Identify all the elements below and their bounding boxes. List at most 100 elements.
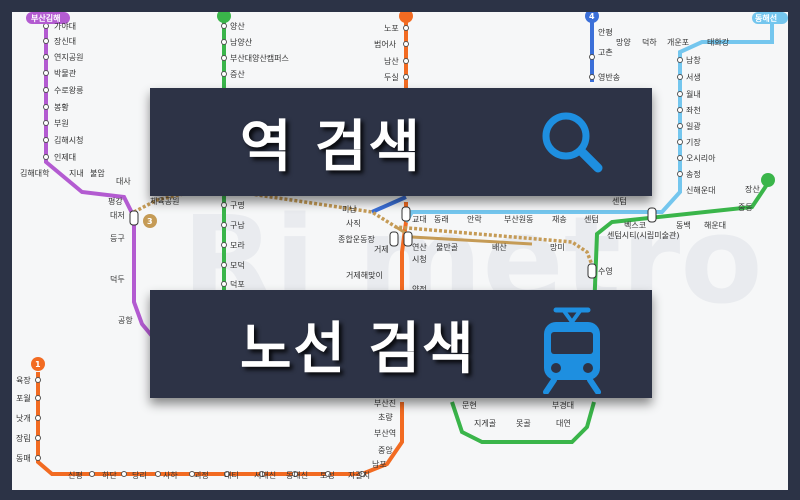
svg-text:태화강: 태화강 bbox=[707, 37, 730, 47]
svg-text:신해운대: 신해운대 bbox=[686, 185, 715, 195]
svg-text:초량: 초량 bbox=[378, 412, 393, 422]
svg-text:안락: 안락 bbox=[467, 214, 482, 224]
svg-text:연산: 연산 bbox=[412, 242, 427, 252]
svg-text:양산: 양산 bbox=[230, 21, 245, 31]
svg-text:망미: 망미 bbox=[550, 242, 565, 252]
svg-text:모라: 모라 bbox=[230, 241, 245, 250]
svg-text:남양산: 남양산 bbox=[230, 37, 253, 47]
svg-text:수로왕릉: 수로왕릉 bbox=[54, 86, 83, 95]
station-search-button[interactable]: 역 검색 bbox=[150, 88, 652, 196]
svg-text:1: 1 bbox=[35, 360, 41, 369]
svg-text:장산: 장산 bbox=[745, 184, 760, 194]
svg-text:지내: 지내 bbox=[69, 169, 84, 178]
svg-text:물만골: 물만골 bbox=[436, 243, 458, 252]
svg-text:수영: 수영 bbox=[598, 266, 613, 276]
svg-text:동백: 동백 bbox=[676, 220, 691, 230]
svg-text:문현: 문현 bbox=[462, 401, 477, 410]
svg-text:신평: 신평 bbox=[68, 470, 83, 480]
svg-text:대티: 대티 bbox=[224, 471, 239, 480]
subway-map-svg: Ri metro bbox=[16, 12, 788, 480]
line-busan-gimhae bbox=[44, 12, 159, 344]
svg-text:구남: 구남 bbox=[230, 221, 245, 230]
svg-text:괴정: 괴정 bbox=[194, 470, 209, 480]
svg-text:부경대: 부경대 bbox=[552, 400, 574, 410]
line-4-south bbox=[371, 195, 407, 214]
svg-text:부산김해: 부산김해 bbox=[31, 13, 60, 23]
svg-text:낫개: 낫개 bbox=[16, 413, 31, 423]
svg-text:일광: 일광 bbox=[686, 121, 701, 131]
svg-text:사하: 사하 bbox=[163, 470, 178, 480]
svg-text:오시리아: 오시리아 bbox=[686, 153, 716, 163]
svg-text:자갈치: 자갈치 bbox=[348, 471, 370, 480]
station-labels: 가야대 장신대 연지공원 박물관 수로왕릉 봉황 부원 김해시청 인제대 김해대… bbox=[16, 21, 760, 480]
svg-text:체육공원: 체육공원 bbox=[150, 196, 179, 206]
line-badge-donghae: 동해선 bbox=[752, 12, 788, 24]
svg-text:남창: 남창 bbox=[686, 56, 701, 65]
svg-text:망양: 망양 bbox=[616, 37, 631, 47]
svg-text:교대: 교대 bbox=[412, 215, 427, 224]
svg-text:부산진: 부산진 bbox=[374, 398, 396, 408]
svg-text:장림: 장림 bbox=[16, 433, 31, 443]
svg-text:구명: 구명 bbox=[230, 200, 245, 210]
svg-text:김해시청: 김해시청 bbox=[54, 135, 83, 145]
svg-text:서생: 서생 bbox=[686, 72, 701, 82]
line-3 bbox=[133, 188, 596, 271]
svg-text:3: 3 bbox=[147, 217, 153, 226]
svg-text:당리: 당리 bbox=[132, 470, 147, 480]
svg-text:대연: 대연 bbox=[556, 419, 571, 428]
svg-text:중앙: 중앙 bbox=[378, 445, 393, 455]
svg-text:노포: 노포 bbox=[384, 24, 399, 33]
svg-text:동대신: 동대신 bbox=[286, 471, 308, 480]
svg-text:불암: 불암 bbox=[90, 168, 105, 178]
svg-text:증산: 증산 bbox=[230, 69, 245, 79]
svg-text:대사: 대사 bbox=[116, 177, 131, 186]
svg-text:좌천: 좌천 bbox=[686, 105, 701, 115]
svg-text:동래: 동래 bbox=[434, 215, 449, 224]
svg-text:재송: 재송 bbox=[552, 215, 567, 224]
svg-text:부산대양산캠퍼스: 부산대양산캠퍼스 bbox=[230, 53, 289, 63]
svg-text:부원: 부원 bbox=[54, 119, 69, 128]
tram-icon bbox=[534, 306, 610, 394]
line-badge-1-north bbox=[399, 12, 413, 23]
svg-text:영반송: 영반송 bbox=[598, 72, 620, 82]
svg-text:중동: 중동 bbox=[738, 203, 753, 212]
svg-text:남산: 남산 bbox=[384, 56, 399, 66]
svg-text:지게골: 지게골 bbox=[474, 418, 496, 428]
svg-text:남포: 남포 bbox=[372, 460, 387, 469]
svg-text:월내: 월내 bbox=[686, 89, 701, 99]
line-badge-3: 3 bbox=[143, 214, 157, 228]
svg-text:거제: 거제 bbox=[374, 245, 389, 254]
svg-text:센텀: 센텀 bbox=[612, 196, 627, 206]
svg-text:덕포: 덕포 bbox=[230, 279, 245, 289]
svg-text:덕두: 덕두 bbox=[110, 274, 125, 284]
svg-text:포월: 포월 bbox=[16, 393, 31, 403]
svg-text:박물관: 박물관 bbox=[54, 68, 77, 78]
svg-text:거제해맞이: 거제해맞이 bbox=[346, 270, 383, 280]
subway-map-background: Ri metro bbox=[12, 12, 788, 490]
svg-text:범어사: 범어사 bbox=[374, 39, 397, 49]
svg-text:모덕: 모덕 bbox=[230, 260, 245, 270]
svg-text:인제대: 인제대 bbox=[54, 152, 76, 162]
svg-text:고촌: 고촌 bbox=[598, 48, 613, 57]
svg-text:동매: 동매 bbox=[16, 454, 31, 463]
svg-text:벡스코: 벡스코 bbox=[624, 221, 646, 230]
svg-text:부산원동: 부산원동 bbox=[504, 214, 533, 224]
svg-text:봉황: 봉황 bbox=[54, 102, 69, 112]
svg-text:종합운동장: 종합운동장 bbox=[338, 234, 375, 244]
svg-text:육장: 육장 bbox=[16, 375, 31, 385]
svg-text:부산역: 부산역 bbox=[374, 428, 396, 438]
svg-text:미남: 미남 bbox=[342, 205, 357, 214]
line-search-button[interactable]: 노선 검색 bbox=[150, 290, 652, 398]
line-badge-busan-gimhae: 부산김해 bbox=[26, 12, 70, 24]
svg-text:배산: 배산 bbox=[492, 242, 507, 252]
svg-text:사직: 사직 bbox=[346, 218, 361, 228]
svg-text:장신대: 장신대 bbox=[54, 36, 76, 46]
svg-text:동해선: 동해선 bbox=[755, 13, 777, 23]
svg-text:하단: 하단 bbox=[102, 470, 117, 480]
svg-text:가야대: 가야대 bbox=[54, 21, 76, 31]
svg-text:서대신: 서대신 bbox=[254, 471, 276, 480]
svg-text:덕하: 덕하 bbox=[642, 37, 657, 47]
svg-text:토성: 토성 bbox=[320, 471, 335, 480]
svg-text:송정: 송정 bbox=[686, 169, 701, 179]
